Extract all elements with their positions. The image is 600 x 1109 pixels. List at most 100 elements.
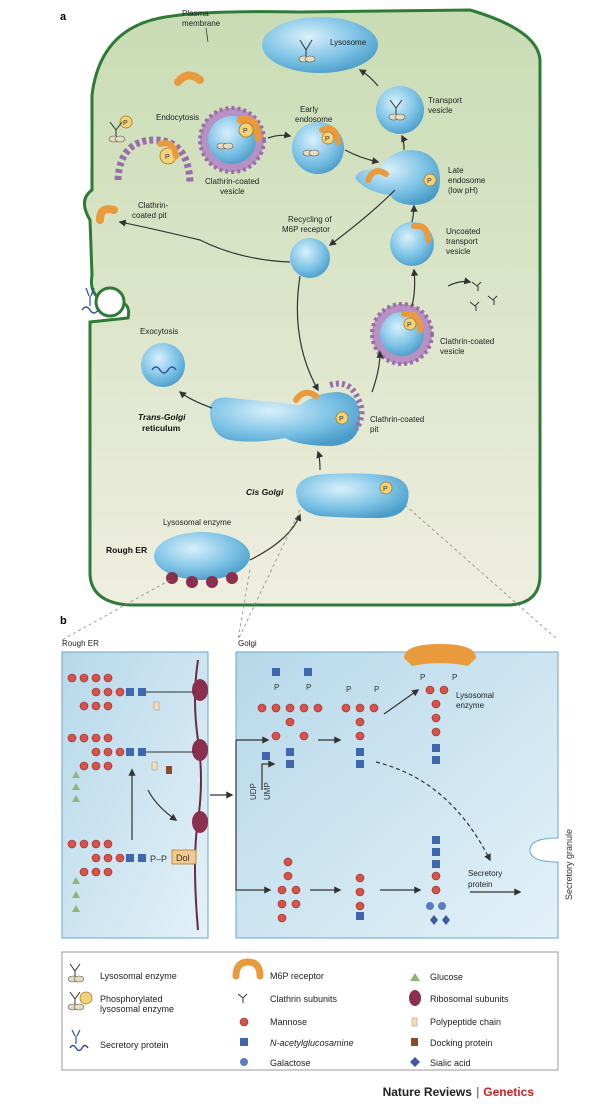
plasma-membrane-label-2: membrane bbox=[182, 19, 221, 28]
legend-lysosomal-enzyme: Lysosomal enzyme bbox=[100, 971, 177, 981]
golgi-lysosomal-label-1: Lysosomal bbox=[456, 691, 494, 700]
ccv-top-label-2: vesicle bbox=[220, 187, 245, 196]
golgi-panel bbox=[235, 651, 559, 939]
cis-golgi-label: Cis Golgi bbox=[246, 487, 284, 497]
panel-b-ribosomes bbox=[192, 679, 208, 833]
endocytosis-label: Endocytosis bbox=[156, 113, 199, 122]
transport-enzyme-icon bbox=[388, 99, 406, 121]
m6p-receptor-late bbox=[365, 168, 389, 183]
golgi-p-3: P bbox=[274, 683, 279, 692]
golgi-p-2: P bbox=[452, 673, 457, 682]
cis-golgi bbox=[296, 473, 409, 518]
panel-a-arrows bbox=[118, 69, 472, 561]
er-glycan-1 bbox=[67, 673, 196, 711]
zoom-lines bbox=[61, 504, 559, 641]
legend-glcnac: N-acetylglucosamine bbox=[270, 1038, 354, 1048]
pp-label: P–P bbox=[150, 854, 167, 864]
er-glycan-3: P–P Dol bbox=[67, 839, 197, 912]
lysosome-label: Lysosome bbox=[330, 38, 367, 47]
credit-journal: Nature Reviews bbox=[382, 1085, 472, 1099]
legend-box bbox=[61, 951, 559, 1071]
ccv-top-label-1: Clathrin-coated bbox=[205, 177, 259, 186]
recycling-label-2: M6P receptor bbox=[282, 225, 330, 234]
phosphate-late: P bbox=[427, 178, 432, 185]
dol-label: Dol bbox=[176, 853, 190, 863]
ccp-top-label-1: Clathrin- bbox=[138, 201, 169, 210]
legend-labels: Lysosomal enzyme Phosphorylated lysosoma… bbox=[100, 971, 509, 1068]
secretory-protein-label-1: Secretory bbox=[468, 869, 502, 878]
golgi-p-5: P bbox=[346, 685, 351, 694]
phosphate-early: P bbox=[325, 136, 330, 143]
phosphate-ccv-mid: P bbox=[407, 322, 412, 329]
udp-label: UDP bbox=[249, 783, 258, 800]
ccp-top-label-2: coated pit bbox=[132, 211, 167, 220]
golgi-arrows bbox=[235, 689, 522, 896]
legend-ribosomal: Ribosomal subunits bbox=[430, 994, 509, 1004]
lysosomal-enzyme-label: Lysosomal enzyme bbox=[163, 518, 232, 527]
golgi-glycan-upper: P P P P bbox=[257, 668, 449, 768]
ccp-mid-label-1: Clathrin-coated bbox=[370, 415, 424, 424]
panel-b-label: b bbox=[60, 615, 67, 627]
early-endosome-label-1: Early bbox=[300, 105, 318, 114]
uncoated-label-3: vesicle bbox=[446, 247, 471, 256]
golgi-p-4: P bbox=[306, 683, 311, 692]
phosphate-ccv: P bbox=[243, 128, 248, 135]
cell-plasma-membrane bbox=[83, 8, 542, 607]
late-endosome-label-2: endosome bbox=[448, 176, 486, 185]
exocytosis-label: Exocytosis bbox=[140, 327, 178, 336]
legend-m6p-receptor: M6P receptor bbox=[270, 971, 324, 981]
lysosome bbox=[262, 17, 378, 73]
late-endosome-label-3: (low pH) bbox=[448, 186, 478, 195]
free-clathrin bbox=[469, 281, 498, 311]
legend-galactose: Galactose bbox=[270, 1058, 311, 1068]
clathrin-coated-pit-top bbox=[114, 136, 194, 183]
phosphate-pit: P bbox=[165, 154, 170, 161]
panel-b-golgi-label: Golgi bbox=[238, 639, 257, 648]
trans-golgi-label-2: reticulum bbox=[142, 423, 181, 433]
trans-golgi-label-1: Trans-Golgi bbox=[138, 412, 186, 422]
rough-er-label: Rough ER bbox=[106, 545, 147, 555]
late-endosome-label-1: Late bbox=[448, 166, 464, 175]
panel-b-rough-er-label: Rough ER bbox=[62, 639, 99, 648]
phosphate-tgn: P bbox=[339, 416, 344, 423]
secretory-granule-label: Secretory granule bbox=[564, 829, 574, 900]
er-arrows bbox=[128, 768, 234, 840]
exocytosis-bulge bbox=[94, 286, 126, 318]
rough-er bbox=[154, 532, 250, 580]
golgi-glycan-lower bbox=[277, 836, 450, 925]
secreted-protein bbox=[81, 287, 99, 314]
uncoated-label-1: Uncoated bbox=[446, 227, 480, 236]
trans-golgi-reticulum bbox=[210, 392, 360, 446]
secretory-protein-label-2: protein bbox=[468, 880, 492, 889]
legend-phosphorylated-1: Phosphorylated bbox=[100, 994, 163, 1004]
er-ribosomes bbox=[166, 572, 238, 588]
legend-phosphorylated-2: lysosomal enzyme bbox=[100, 1004, 174, 1014]
m6p-receptor-free-2 bbox=[96, 205, 118, 224]
ump-label: UMP bbox=[263, 782, 272, 800]
legend-glucose: Glucose bbox=[430, 972, 463, 982]
legend-secretory-protein: Secretory protein bbox=[100, 1040, 169, 1050]
exocytosis-vesicle bbox=[141, 343, 185, 387]
golgi-m6p-receptor bbox=[404, 644, 476, 666]
er-glycan-2 bbox=[67, 733, 196, 802]
transport-vesicle-label-1: Transport bbox=[428, 96, 463, 105]
plasma-membrane-label-1: Plasma bbox=[182, 9, 209, 18]
recycling-vesicle bbox=[290, 238, 330, 278]
ccv-mid-label-1: Clathrin-coated bbox=[440, 337, 494, 346]
recycling-label-1: Recycling of bbox=[288, 215, 332, 224]
rough-er-panel bbox=[61, 651, 209, 939]
uncoated-label-2: transport bbox=[446, 237, 478, 246]
extracellular-enzyme: P bbox=[108, 115, 133, 143]
phosphate-cis: P bbox=[383, 486, 388, 493]
legend-icons bbox=[67, 958, 421, 1067]
legend-clathrin: Clathrin subunits bbox=[270, 994, 338, 1004]
legend-sialic: Sialic acid bbox=[430, 1058, 471, 1068]
credit-section: Genetics bbox=[483, 1085, 534, 1099]
phosphate-extra: P bbox=[123, 120, 128, 127]
ccv-mid-label-2: vesicle bbox=[440, 347, 465, 356]
legend-mannose: Mannose bbox=[270, 1017, 307, 1027]
legend-polypeptide: Polypeptide chain bbox=[430, 1017, 501, 1027]
panel-a-label: a bbox=[60, 11, 67, 23]
